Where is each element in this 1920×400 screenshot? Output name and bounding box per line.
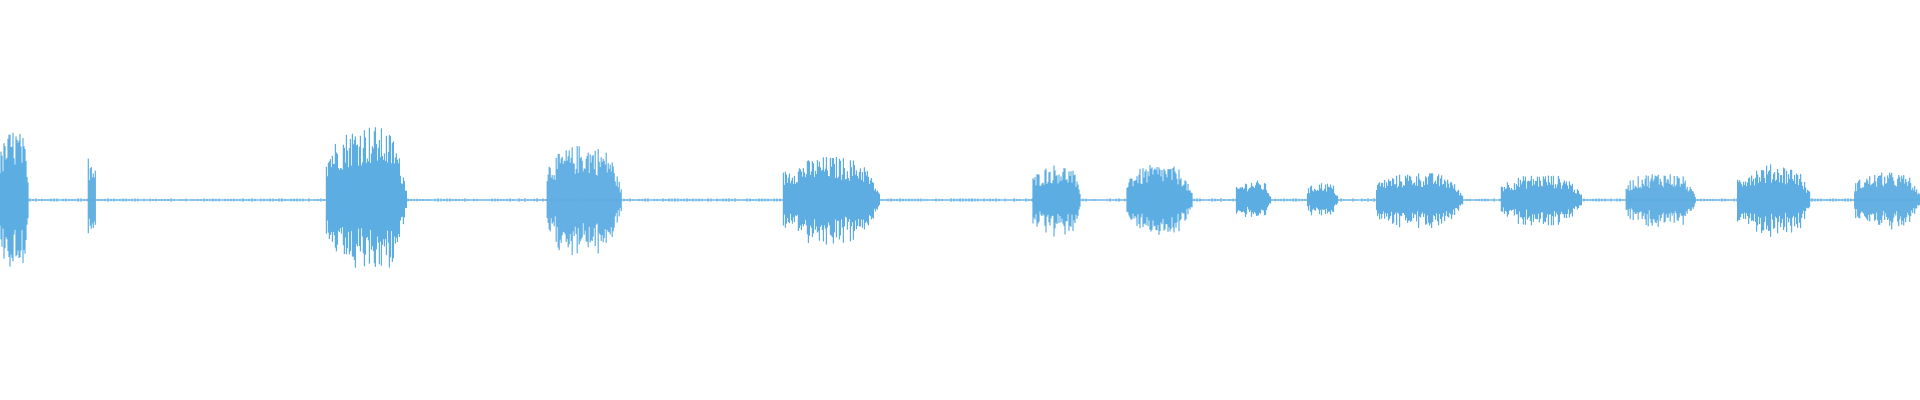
waveform-burst [1375,173,1464,229]
waveform-burst [1625,174,1696,227]
waveform-burst [1854,172,1920,230]
waveform-burst [1032,165,1081,237]
waveform-burst [782,157,881,245]
waveform-burst [87,158,96,234]
waveform-burst [325,127,407,268]
waveform-burst [546,146,622,255]
waveform-burst [1306,183,1339,216]
waveform-burst [1126,165,1193,235]
waveform-burst [0,132,29,267]
waveform-burst [1235,180,1272,217]
waveform-bursts [0,127,1920,268]
waveform-burst [1500,175,1583,226]
waveform-burst [1736,164,1811,237]
